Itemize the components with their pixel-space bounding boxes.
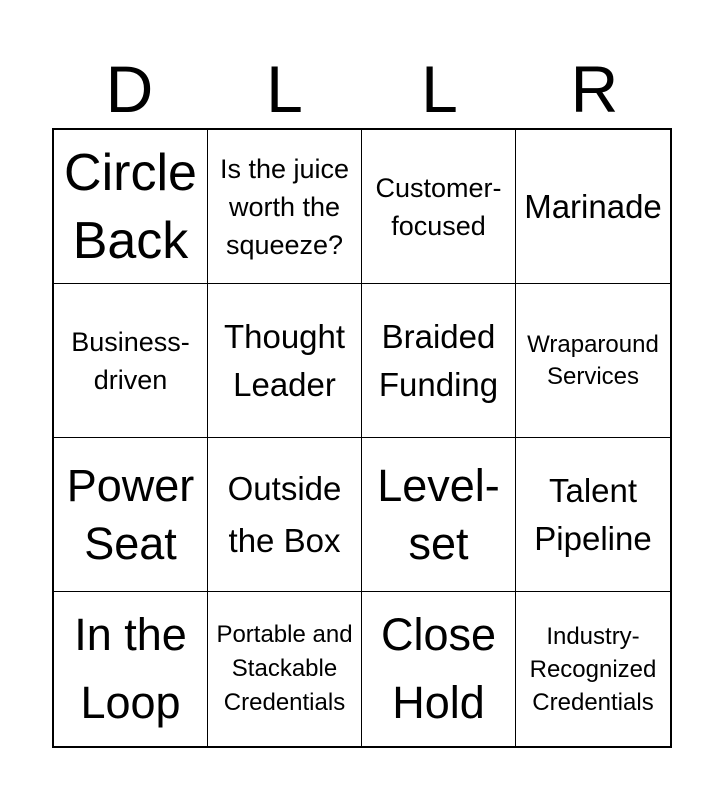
bingo-cell-label: Wraparound Services <box>527 330 659 390</box>
bingo-cell-r2c1[interactable]: Business-driven <box>54 284 208 438</box>
bingo-cell-label: Circle Back <box>64 143 197 270</box>
bingo-cell-r2c4[interactable]: Wraparound Services <box>516 284 670 438</box>
header-letter-3: L <box>421 52 458 126</box>
bingo-cell-r3c4[interactable]: Talent Pipeline <box>516 438 670 592</box>
bingo-header: D L L R <box>52 55 672 123</box>
bingo-cell-r3c2[interactable]: Outside the Box <box>208 438 362 592</box>
bingo-cell-r4c4[interactable]: Industry-Recognized Credentials <box>516 592 670 746</box>
bingo-cell-label: Talent Pipeline <box>534 471 652 557</box>
header-letter-2: L <box>266 52 303 126</box>
header-letter-4: R <box>570 52 619 126</box>
bingo-cell-r3c1[interactable]: Power Seat <box>54 438 208 592</box>
bingo-cell-label: Is the juice worth the squeeze? <box>219 153 350 260</box>
bingo-cell-r4c3[interactable]: Close Hold <box>362 592 516 746</box>
bingo-cell-label: Industry-Recognized Credentials <box>529 622 657 716</box>
bingo-cell-label: Power Seat <box>66 459 195 569</box>
bingo-cell-label: Business-driven <box>71 326 190 395</box>
bingo-cell-r2c3[interactable]: Braided Funding <box>362 284 516 438</box>
bingo-cell-label: In the Loop <box>74 609 187 728</box>
bingo-grid: Circle Back Is the juice worth the squee… <box>52 128 672 748</box>
header-letter-1: D <box>105 52 154 126</box>
bingo-cell-label: Marinade <box>524 187 662 225</box>
bingo-cell-label: Customer-focused <box>375 172 502 241</box>
bingo-cell-r1c1[interactable]: Circle Back <box>54 130 208 284</box>
bingo-cell-r1c2[interactable]: Is the juice worth the squeeze? <box>208 130 362 284</box>
bingo-cell-r2c2[interactable]: Thought Leader <box>208 284 362 438</box>
bingo-cell-r1c3[interactable]: Customer-focused <box>362 130 516 284</box>
bingo-cell-label: Outside the Box <box>227 469 342 559</box>
bingo-cell-r1c4[interactable]: Marinade <box>516 130 670 284</box>
bingo-cell-r4c1[interactable]: In the Loop <box>54 592 208 746</box>
bingo-cell-label: Braided Funding <box>378 317 499 403</box>
bingo-cell-r4c2[interactable]: Portable and Stackable Credentials <box>208 592 362 746</box>
bingo-cell-label: Close Hold <box>380 609 497 728</box>
bingo-cell-label: Level-set <box>377 459 500 569</box>
bingo-cell-label: Thought Leader <box>223 317 346 403</box>
bingo-cell-r3c3[interactable]: Level-set <box>362 438 516 592</box>
bingo-cell-label: Portable and Stackable Credentials <box>216 621 353 716</box>
